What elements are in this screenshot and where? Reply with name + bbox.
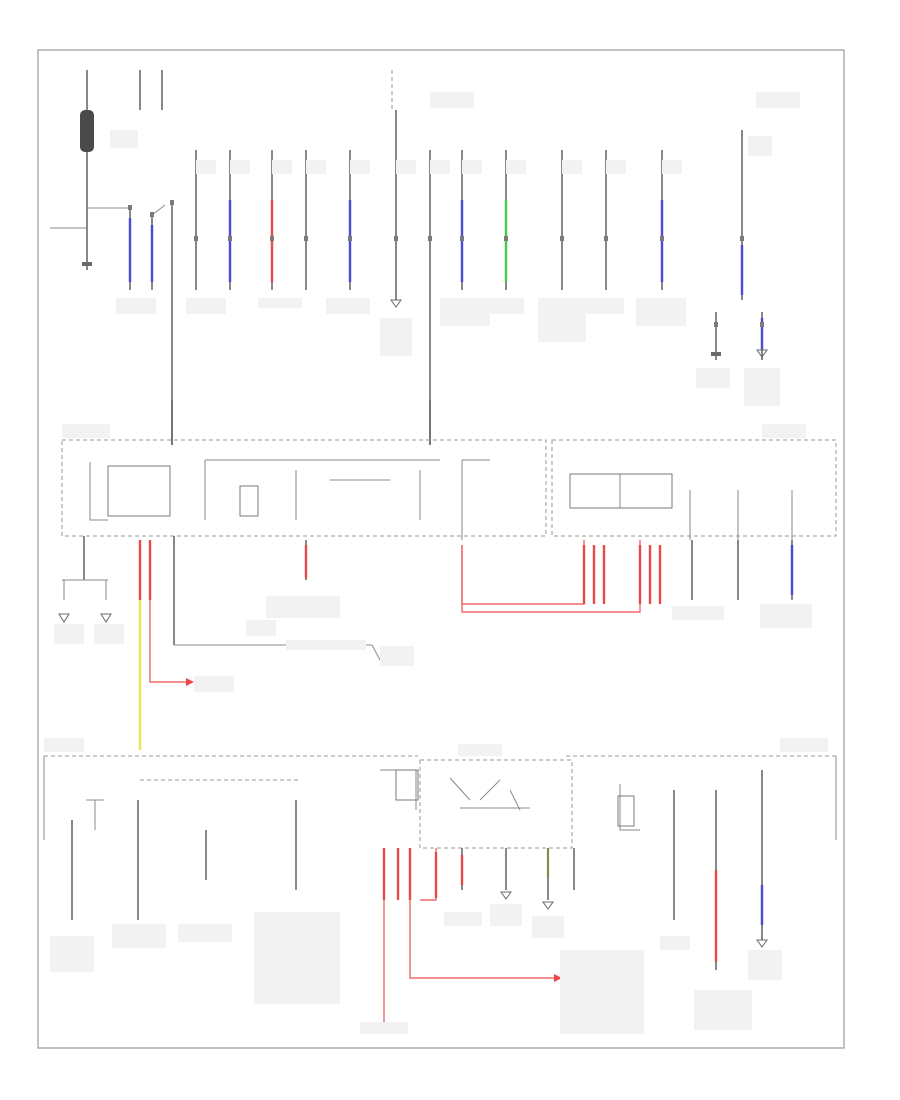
bottom-junction-frames — [43, 755, 837, 849]
top-fuse-drops — [128, 70, 764, 445]
terminal-markers-top — [128, 200, 768, 358]
battery-symbol — [80, 110, 94, 152]
middle-wires — [58, 536, 794, 750]
ground-symbol — [82, 262, 92, 266]
diagram-border — [37, 49, 845, 1049]
middle-labels — [54, 424, 812, 692]
top-fuse-labels — [110, 92, 800, 174]
battery-section — [50, 70, 130, 270]
bottom-wires — [71, 769, 768, 1034]
middle-junction-block — [61, 400, 837, 540]
top-destination-labels — [116, 298, 780, 406]
bottom-labels — [44, 738, 828, 1034]
